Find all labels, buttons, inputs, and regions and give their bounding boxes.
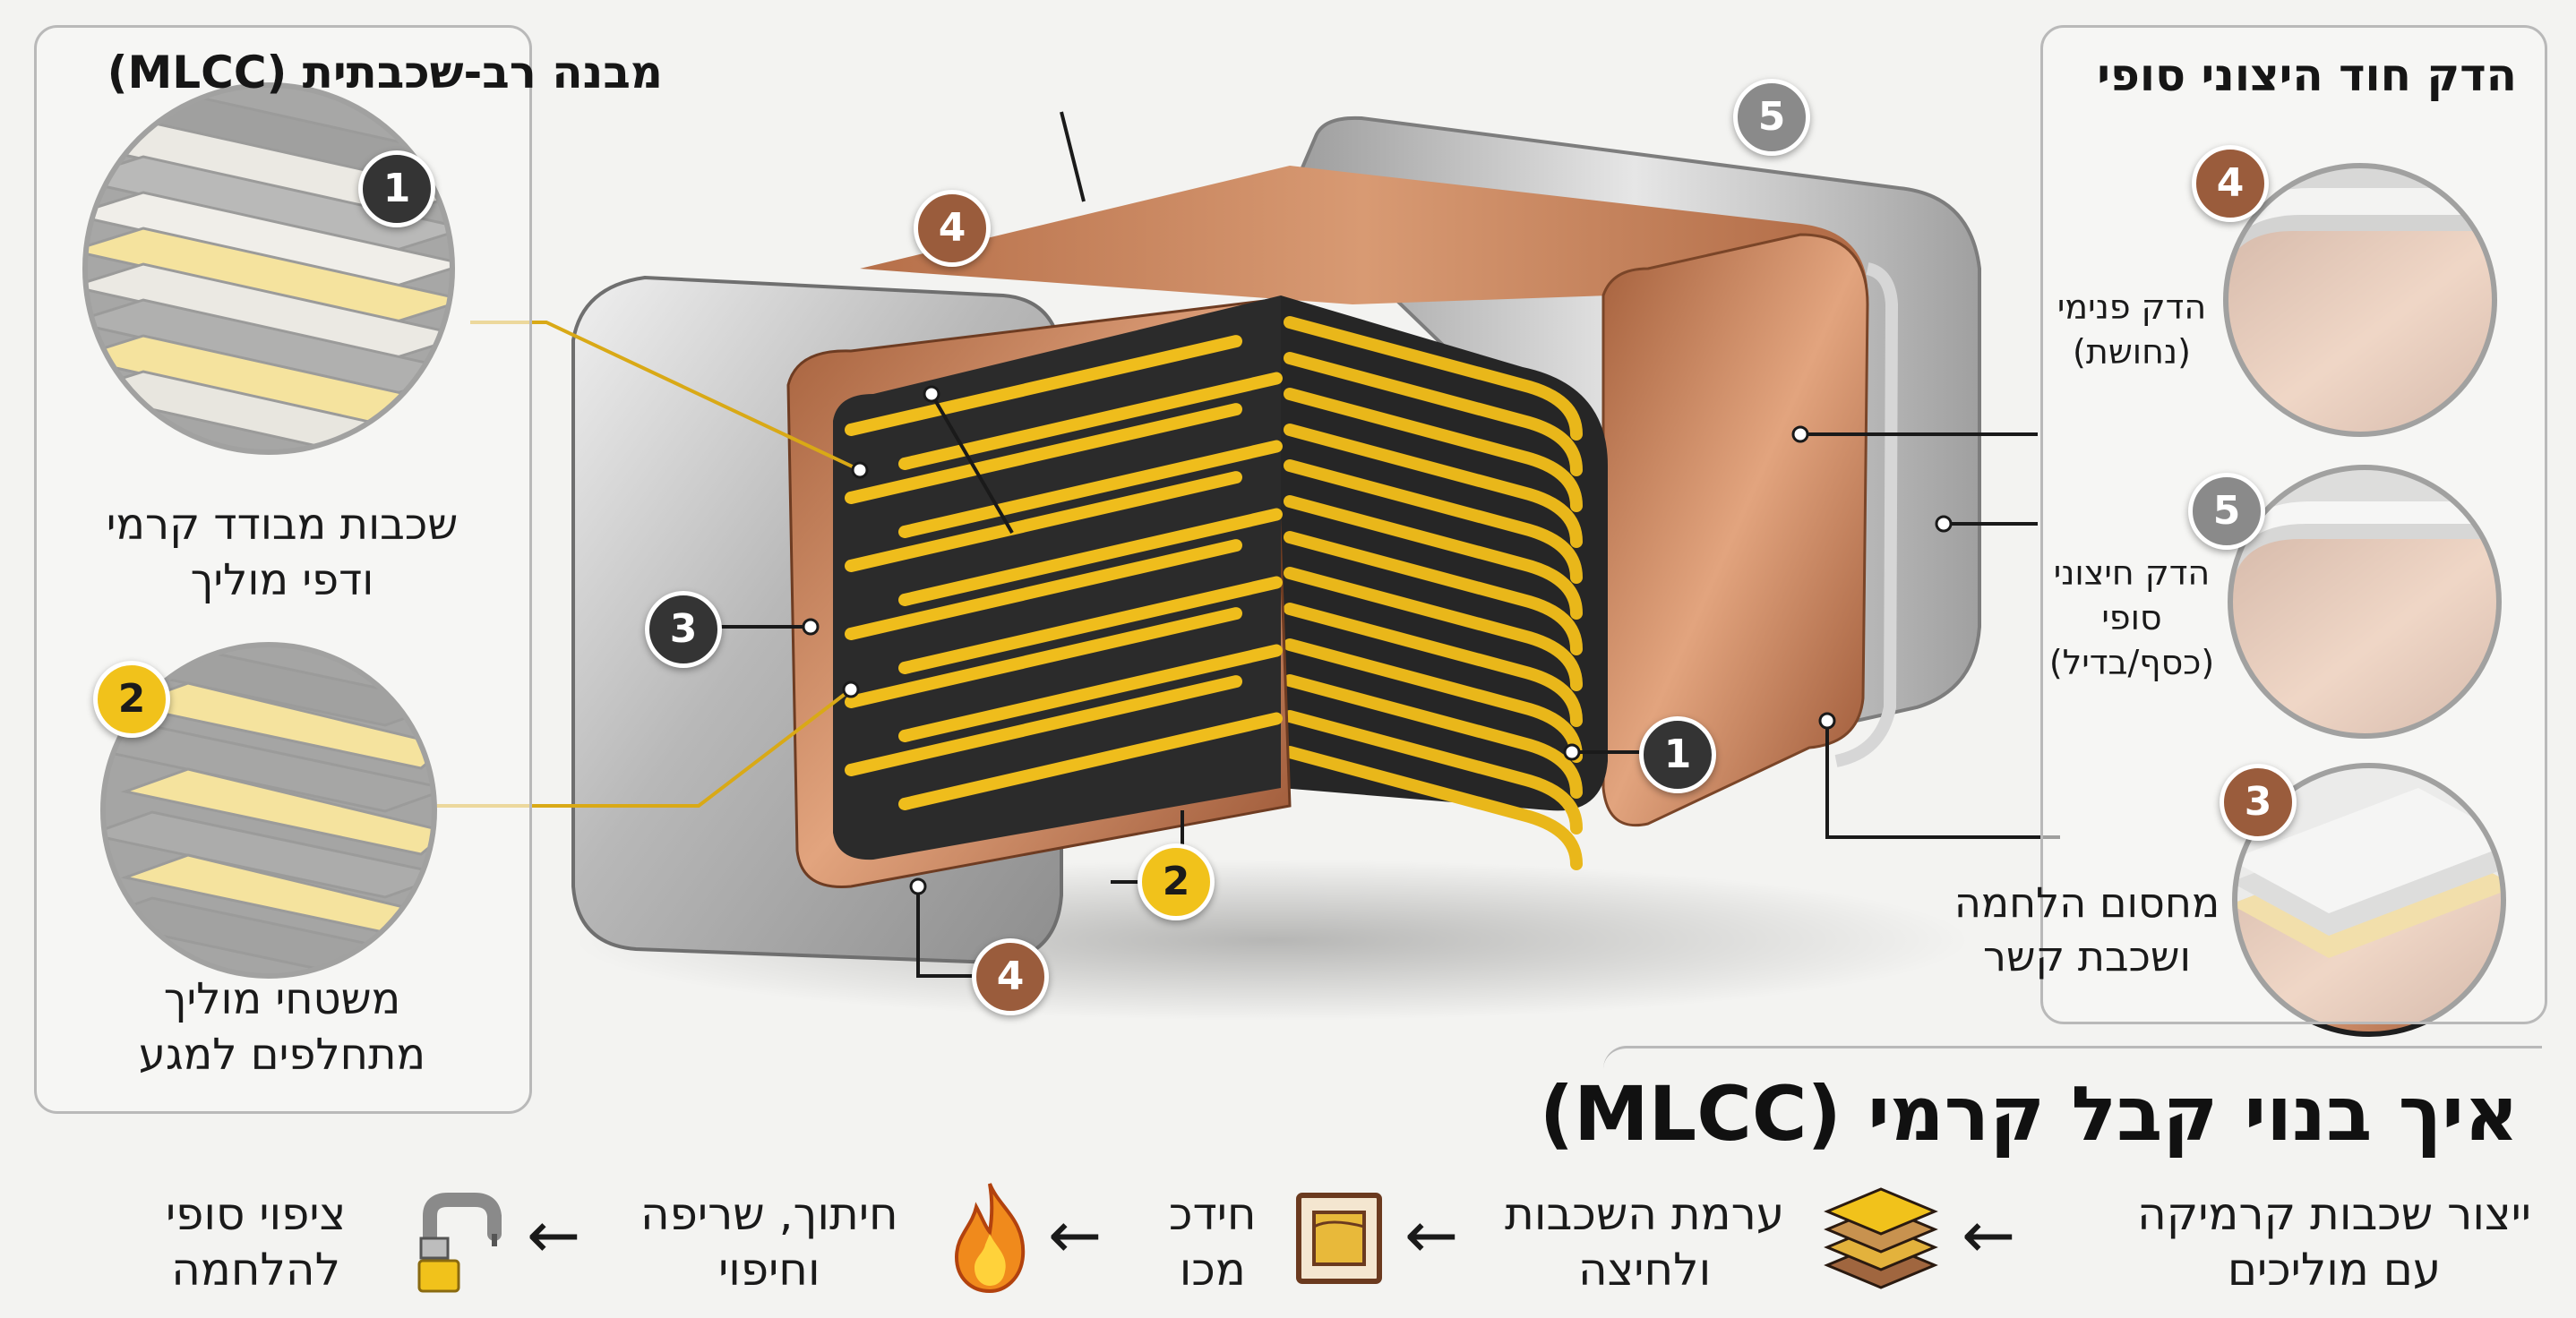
electrode-layer <box>1284 424 1583 548</box>
badge-4-bottom: 4 <box>972 938 1049 1015</box>
electrode-layer <box>845 675 1242 776</box>
electrode-layer <box>845 403 1242 504</box>
right-caption-4-line1: הדק פנימי <box>2057 287 2207 327</box>
electrode-layer <box>845 607 1242 708</box>
right-caption-5-line3: (כסף/בדיל) <box>2048 643 2215 682</box>
pressed-block-icon <box>1296 1193 1382 1284</box>
solder-dispenser-icon <box>417 1193 502 1293</box>
left-caption-2-line1: משטחי מוליך <box>163 974 401 1024</box>
process-step-5: ציפוי סופי להלחמה <box>166 1186 346 1297</box>
electrode-layer <box>845 539 1242 640</box>
right-caption-3-line1: מחסום הלחמה <box>1953 878 2220 927</box>
badge-4-right: 4 <box>2192 145 2269 222</box>
electrode-layer <box>898 372 1283 470</box>
badge-5-top: 5 <box>1733 79 1810 156</box>
electrode-layer <box>1284 495 1583 620</box>
process-step-2: ערמת השכבות ולחיצה <box>1505 1186 1784 1297</box>
process-step-4-line1: חיתוך, שריפה <box>640 1188 898 1240</box>
left-panel-title: מבנה רב-שכבתית (MLCC) <box>107 47 663 98</box>
electrode-layer <box>898 712 1283 810</box>
left-caption-2: משטחי מוליך מתחלפים למגע <box>36 971 528 1083</box>
process-step-2-line2: ולחיצה <box>1577 1244 1712 1296</box>
right-caption-5-line1: הדק חיצוני <box>2053 553 2211 593</box>
electrode-layer <box>898 440 1283 538</box>
badge-4-top: 4 <box>914 190 991 267</box>
process-step-1: ייצור שכבות קרמיקה עם מוליכים <box>2137 1186 2531 1297</box>
electrode-layer <box>898 508 1283 606</box>
badge-3-main: 3 <box>645 591 722 668</box>
right-caption-3: מחסום הלחמה ושכבת קשר <box>1926 876 2248 983</box>
process-title: איך בנוי קבל קרמי (MLCC) <box>1539 1070 2519 1158</box>
electrode-layer <box>898 644 1283 742</box>
electrode-layer <box>1284 531 1583 655</box>
right-caption-5-line2: סופי <box>2101 598 2162 638</box>
right-caption-5: הדק חיצוני סופי (כסף/בדיל) <box>2033 551 2230 685</box>
left-caption-1: שכבות מבודד קרמי ודפי מוליך <box>36 497 528 608</box>
badge-5-right: 5 <box>2188 473 2265 550</box>
electrode-layer <box>1284 352 1583 476</box>
process-arrow-3: ← <box>1048 1197 1103 1272</box>
process-arrow-2: ← <box>1404 1197 1459 1272</box>
left-caption-1-line2: ודפי מוליך <box>190 555 374 605</box>
process-step-3-line2: מכו <box>1179 1244 1246 1296</box>
flame-icon <box>954 1183 1026 1294</box>
stacked-layers-icon <box>1824 1187 1938 1289</box>
process-arrow-1: ← <box>1962 1197 2016 1272</box>
process-step-2-line1: ערמת השכבות <box>1505 1188 1785 1240</box>
left-panel <box>34 25 532 1114</box>
badge-2-left: 2 <box>93 661 170 738</box>
process-step-5-line2: להלחמה <box>171 1244 341 1296</box>
process-panel <box>1603 1046 2542 1317</box>
process-step-1-line1: ייצור שכבות קרמיקה <box>2137 1188 2531 1240</box>
electrode-layer <box>1284 674 1583 799</box>
process-step-3: חידכ מכו <box>1169 1186 1257 1297</box>
electrode-layer <box>1284 567 1583 691</box>
right-panel-title: הדק חוד היצוני סופי <box>2097 49 2517 101</box>
process-arrow-4: ← <box>527 1197 581 1272</box>
badge-3-right: 3 <box>2220 764 2297 841</box>
electrode-layer <box>845 471 1242 572</box>
electrode-layer <box>1284 459 1583 584</box>
electrode-layer <box>898 576 1283 674</box>
left-caption-2-line2: מתחלפים למגע <box>138 1030 426 1080</box>
right-caption-4: הדק פנימי (נחושת) <box>2033 285 2230 374</box>
process-step-4-line2: וחיפוי <box>718 1244 820 1296</box>
process-step-3-line1: חידכ <box>1169 1188 1257 1240</box>
right-caption-4-line2: (נחושת) <box>2073 332 2191 372</box>
process-step-4: חיתוך, שריפה וחיפוי <box>640 1186 898 1297</box>
left-caption-1-line1: שכבות מבודד קרמי <box>106 500 459 550</box>
badge-2-main: 2 <box>1138 843 1215 920</box>
electrode-layer <box>1284 316 1583 441</box>
electrode-layer <box>1284 746 1583 870</box>
electrode-layer <box>1284 603 1583 727</box>
badge-1-main: 1 <box>1639 716 1716 793</box>
electrode-layer <box>1284 388 1583 512</box>
right-caption-3-line2: ושכבת קשר <box>1982 932 2192 980</box>
process-step-5-line1: ציפוי סופי <box>166 1188 347 1240</box>
electrode-layer <box>845 335 1242 436</box>
right-panel <box>2040 25 2547 1024</box>
badge-1-left: 1 <box>358 150 435 227</box>
electrode-layer <box>1284 710 1583 834</box>
process-step-1-line2: עם מוליכים <box>2227 1244 2442 1296</box>
